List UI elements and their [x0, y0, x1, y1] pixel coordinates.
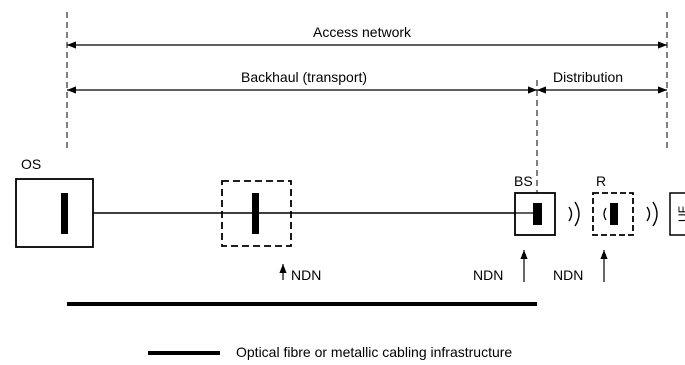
- r-left-wave-icon: [603, 207, 607, 221]
- r-label: R: [596, 173, 607, 189]
- access-network-label: Access network: [313, 24, 412, 40]
- r-radio-waves-icon: [646, 201, 658, 227]
- bs-radio-waves-icon: [568, 201, 580, 227]
- uf-label: UF: [676, 206, 685, 222]
- backhaul-label: Backhaul (transport): [241, 69, 368, 85]
- bs-label: BS: [514, 173, 533, 189]
- ndn-label-middle: NDN: [291, 267, 322, 283]
- distribution-label: Distribution: [553, 69, 624, 85]
- legend-swatch: [148, 351, 220, 355]
- os-box: [15, 178, 94, 248]
- bs-node-bar: [533, 203, 542, 225]
- ndn-label-r: NDN: [553, 267, 584, 283]
- cabling-infrastructure-bar: [67, 302, 537, 306]
- r-node-bar: [610, 203, 618, 225]
- ndn-label-bs: NDN: [473, 267, 504, 283]
- uf-box: [669, 192, 685, 236]
- legend-text: Optical fibre or metallic cabling infras…: [236, 344, 513, 360]
- os-label: OS: [21, 156, 42, 172]
- os-node-bar: [61, 193, 68, 234]
